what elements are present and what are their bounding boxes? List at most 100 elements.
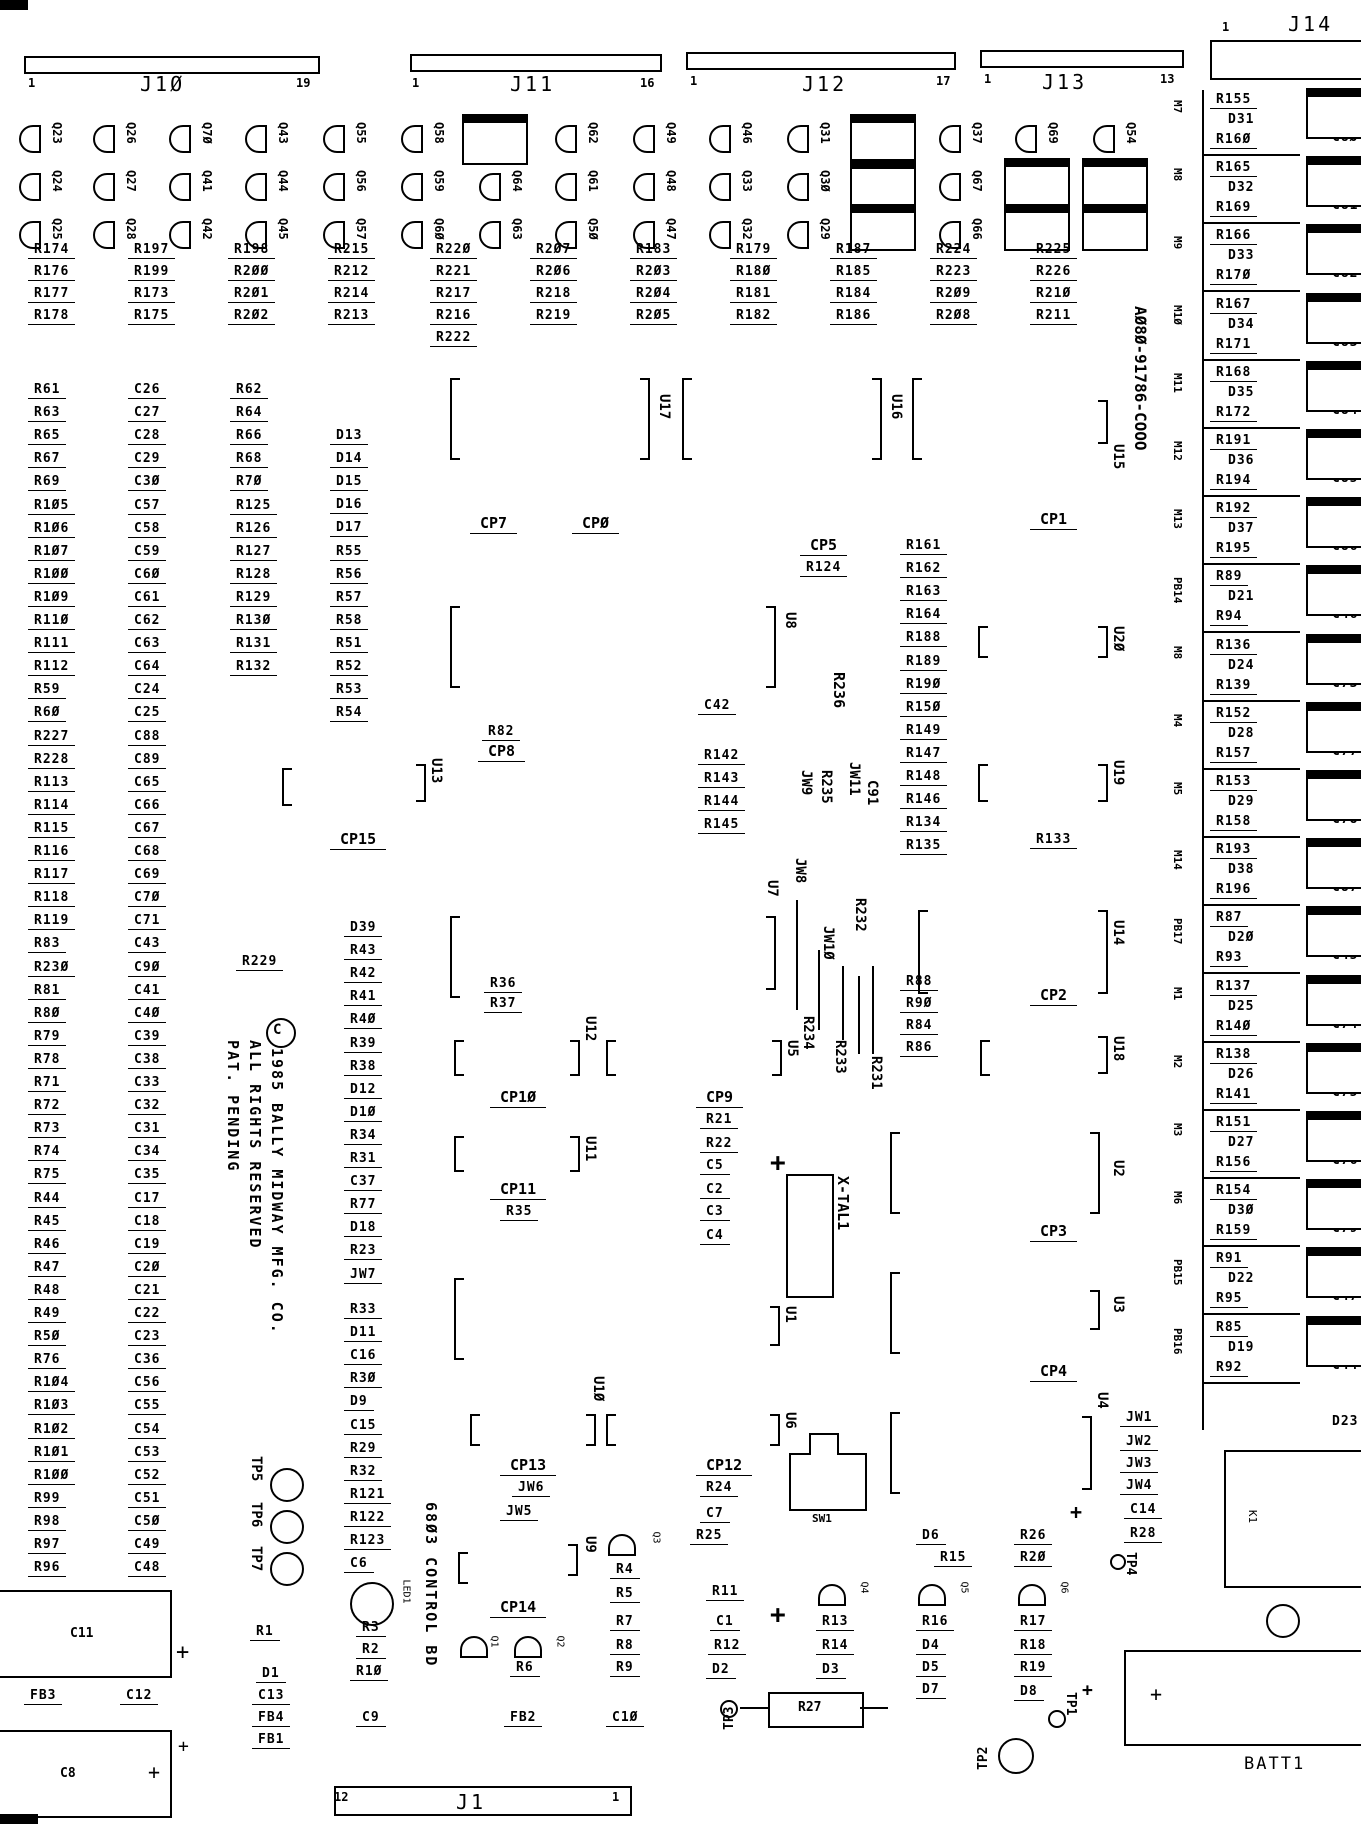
diode-label: D27 (1228, 1135, 1255, 1150)
r86: R86 (900, 1040, 939, 1057)
resistor-label: R141 (1210, 1087, 1258, 1104)
component-label: R69 (28, 474, 67, 492)
transistor-label: Q55 (354, 122, 368, 144)
cp9: CP9 (696, 1088, 744, 1108)
component-label: R79 (28, 1029, 67, 1046)
connector-j10 (24, 56, 320, 74)
component-label: R99 (28, 1491, 67, 1508)
component-label: R122 (344, 1510, 392, 1527)
component-label: R11Ø (28, 613, 76, 630)
resistor-label: R18Ø (730, 264, 778, 281)
fb1: FB1 (252, 1732, 291, 1749)
transistor (709, 221, 731, 249)
resistor-label: R158 (1210, 814, 1258, 831)
relay-block (850, 160, 916, 207)
resistor-label: R197 (128, 242, 176, 259)
strip-divider (1204, 1108, 1300, 1111)
resistor-label: R156 (1210, 1155, 1258, 1172)
ic-label-u7: U7 (764, 880, 780, 897)
component-label: R118 (28, 890, 76, 908)
resistor-label: R174 (28, 242, 76, 259)
transistor-label: Q62 (586, 122, 600, 144)
component-label: R189 (900, 654, 948, 671)
pin-label: 1 (1222, 20, 1230, 34)
component-label: C5Ø (128, 1514, 167, 1531)
mount-hole (1266, 1604, 1300, 1638)
r1: R1 (250, 1624, 280, 1641)
component-label: C26 (128, 382, 167, 399)
component-label: C27 (128, 405, 167, 423)
transistor-label: Q31 (818, 122, 832, 144)
component-label: R146 (900, 792, 948, 810)
ic-outline (980, 1040, 990, 1076)
component-label: R81 (28, 983, 67, 1000)
component-label: R33 (344, 1302, 383, 1319)
strip-divider (1204, 1245, 1300, 1248)
cp14: CP14 (490, 1598, 547, 1618)
ic-outline (606, 1414, 616, 1446)
component-label: R46 (28, 1237, 67, 1254)
tp6-pad (270, 1510, 304, 1544)
component-label: C59 (128, 544, 167, 561)
cp8: CP8 (478, 742, 526, 762)
transistor (479, 221, 501, 249)
side-label: M11 (1171, 372, 1184, 393)
pin-label: 13 (1160, 72, 1175, 86)
component-label: C6Ø (128, 567, 167, 584)
r88: R88 (900, 974, 939, 991)
c7: C7 (700, 1506, 730, 1523)
ic-label-u14: U14 (1110, 920, 1126, 946)
side-label: PB14 (1171, 577, 1184, 604)
cp4: CP4 (1030, 1362, 1078, 1382)
component-label: D13 (330, 428, 369, 445)
component-label: C6 (344, 1556, 374, 1574)
plus-mark: + (176, 1640, 190, 1665)
component-label: R3Ø (344, 1371, 383, 1389)
transistor-label: Q46 (740, 122, 754, 144)
transistor-label: Q25 (50, 218, 64, 240)
capacitor-block (1306, 360, 1361, 412)
capacitor-block (1306, 1179, 1361, 1231)
side-label: M3 (1171, 1123, 1184, 1137)
ic-outline (568, 1544, 578, 1576)
jumper-line (796, 900, 798, 1010)
ic-outline (872, 378, 882, 460)
component-label: C28 (128, 428, 167, 446)
ic-label-u5: U5 (784, 1040, 800, 1057)
resistor-label: R95 (1210, 1291, 1249, 1309)
r36: R36 (484, 976, 523, 993)
diode-label: D2Ø (1228, 930, 1255, 946)
transistor (787, 125, 809, 153)
plus-mark: + (770, 1600, 786, 1630)
relay-k1 (1224, 1450, 1361, 1588)
component-label: C88 (128, 729, 167, 746)
r18: R18 (1014, 1638, 1053, 1655)
capacitor-block (1306, 1247, 1361, 1299)
side-label: M9 (1171, 236, 1184, 250)
q6-label: Q6 (1058, 1581, 1070, 1594)
ic-outline (282, 768, 292, 806)
resistor-label: R217 (430, 286, 478, 303)
c12: C12 (120, 1688, 159, 1705)
c2: C2 (700, 1182, 730, 1199)
r6: R6 (510, 1660, 540, 1677)
r231: R231 (868, 1056, 884, 1090)
cp5: CP5 (800, 536, 848, 556)
capacitor-block (1306, 838, 1361, 890)
component-label: R66 (230, 428, 269, 446)
d23: D23 (1332, 1414, 1359, 1429)
component-label: R145 (698, 817, 746, 835)
q5-label: Q5 (958, 1581, 970, 1594)
strip-divider (1204, 972, 1300, 975)
component-label: R163 (900, 584, 948, 602)
side-label: M6 (1171, 1191, 1184, 1205)
xtal-label: X-TAL1 (834, 1176, 852, 1231)
transistor (169, 125, 191, 153)
component-label: R8Ø (28, 1006, 67, 1023)
c91: C91 (864, 780, 880, 806)
component-label: R119 (28, 913, 76, 931)
component-label: R188 (900, 630, 948, 648)
component-label: R51 (330, 636, 369, 653)
resistor-label: R165 (1210, 160, 1258, 178)
